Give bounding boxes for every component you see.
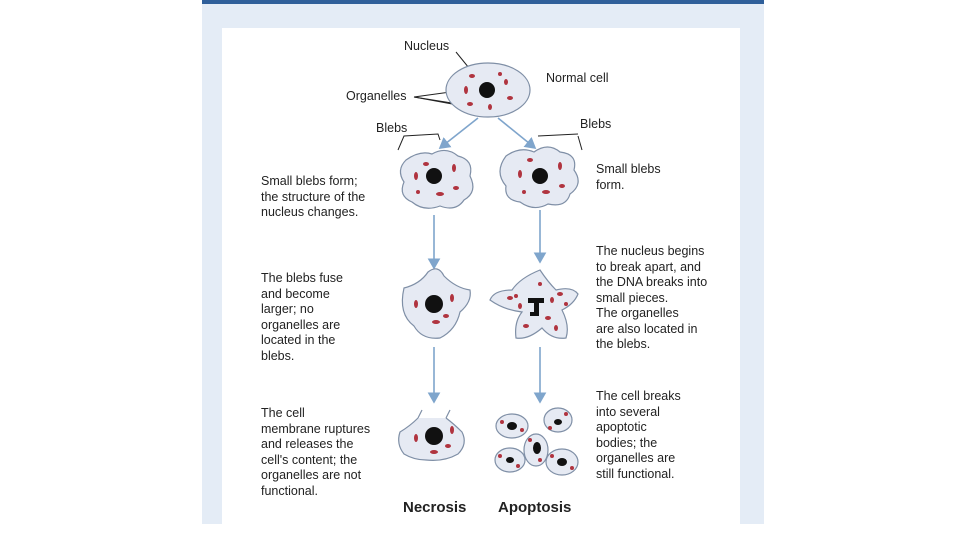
apoptotic-body-4 <box>494 447 526 473</box>
necrosis-step3-text: The cell membrane ruptures and releases … <box>261 406 371 498</box>
apoptotic-body-3 <box>523 433 549 467</box>
fragmented-nucleus <box>528 298 544 316</box>
apoptosis-cell-1 <box>499 146 579 209</box>
apoptosis-cell-2 <box>489 269 579 339</box>
apoptosis-step3-text: The cell breaks into several apoptotic b… <box>596 389 681 481</box>
title-apoptosis: Apoptosis <box>498 499 572 516</box>
label-normal-cell: Normal cell <box>546 71 609 85</box>
necrosis-cell-3 <box>398 409 465 461</box>
nucleus <box>479 82 495 98</box>
arrows <box>427 117 547 404</box>
label-blebs-right: Blebs <box>580 117 612 131</box>
necrosis-step1-text: Small blebs form; the structure of the n… <box>261 174 366 219</box>
label-nucleus: Nucleus <box>404 39 450 53</box>
apoptotic-body-2 <box>543 407 573 433</box>
apoptosis-step2-text: The nucleus begins to break apart, and t… <box>596 244 708 351</box>
apoptotic-body-5 <box>545 448 579 476</box>
apoptotic-body-1 <box>495 413 529 439</box>
apoptotic-bodies <box>494 407 579 476</box>
necrosis-cell-2 <box>401 268 471 339</box>
title-necrosis: Necrosis <box>403 499 467 516</box>
label-blebs-left: Blebs <box>376 121 408 135</box>
necrosis-cell-1 <box>399 149 474 209</box>
normal-cell <box>445 62 531 118</box>
necrosis-step2-text: The blebs fuse and become larger; no org… <box>261 271 343 363</box>
apoptosis-step1-text: Small blebs form. <box>596 162 661 192</box>
label-organelles: Organelles <box>346 89 407 103</box>
arrow-normal-to-apoptosis <box>497 117 537 150</box>
arrow-normal-to-necrosis <box>438 117 479 149</box>
